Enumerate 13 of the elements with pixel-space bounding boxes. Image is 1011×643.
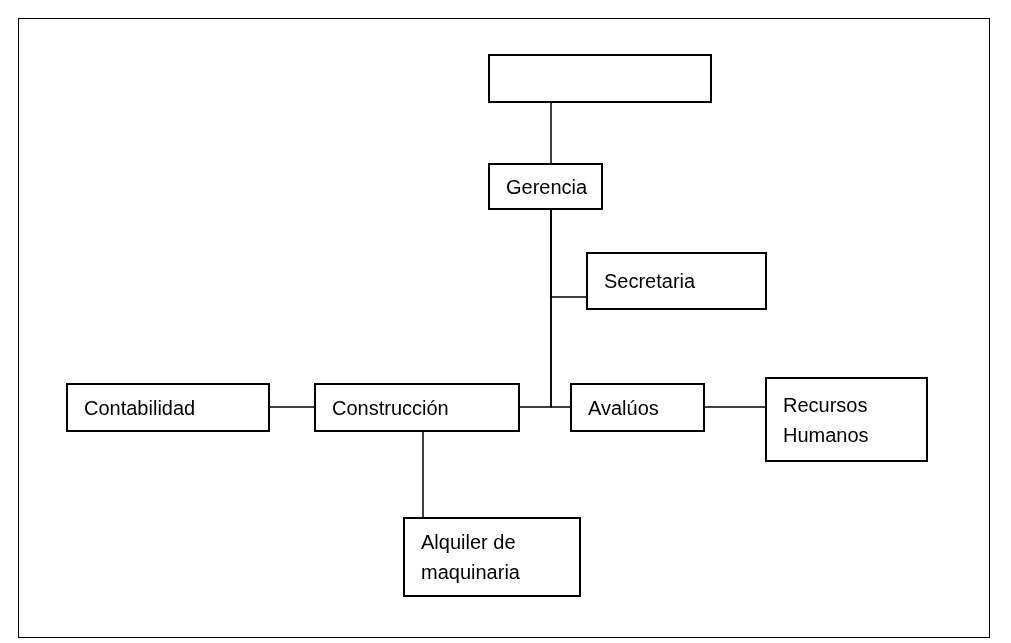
org-box: Construcción bbox=[314, 383, 520, 432]
connector-line bbox=[550, 102, 552, 164]
org-box: Alquiler de maquinaria bbox=[403, 517, 581, 597]
org-box: Gerencia bbox=[488, 163, 603, 210]
connector-line bbox=[422, 431, 424, 518]
connector-line bbox=[269, 406, 315, 408]
org-box: Recursos Humanos bbox=[765, 377, 928, 462]
connector-line bbox=[550, 209, 571, 408]
org-box: Secretaria bbox=[586, 252, 767, 310]
empty-box bbox=[488, 54, 712, 103]
org-box: Avalúos bbox=[570, 383, 705, 432]
org-box: Contabilidad bbox=[66, 383, 270, 432]
connector-line bbox=[704, 406, 766, 408]
